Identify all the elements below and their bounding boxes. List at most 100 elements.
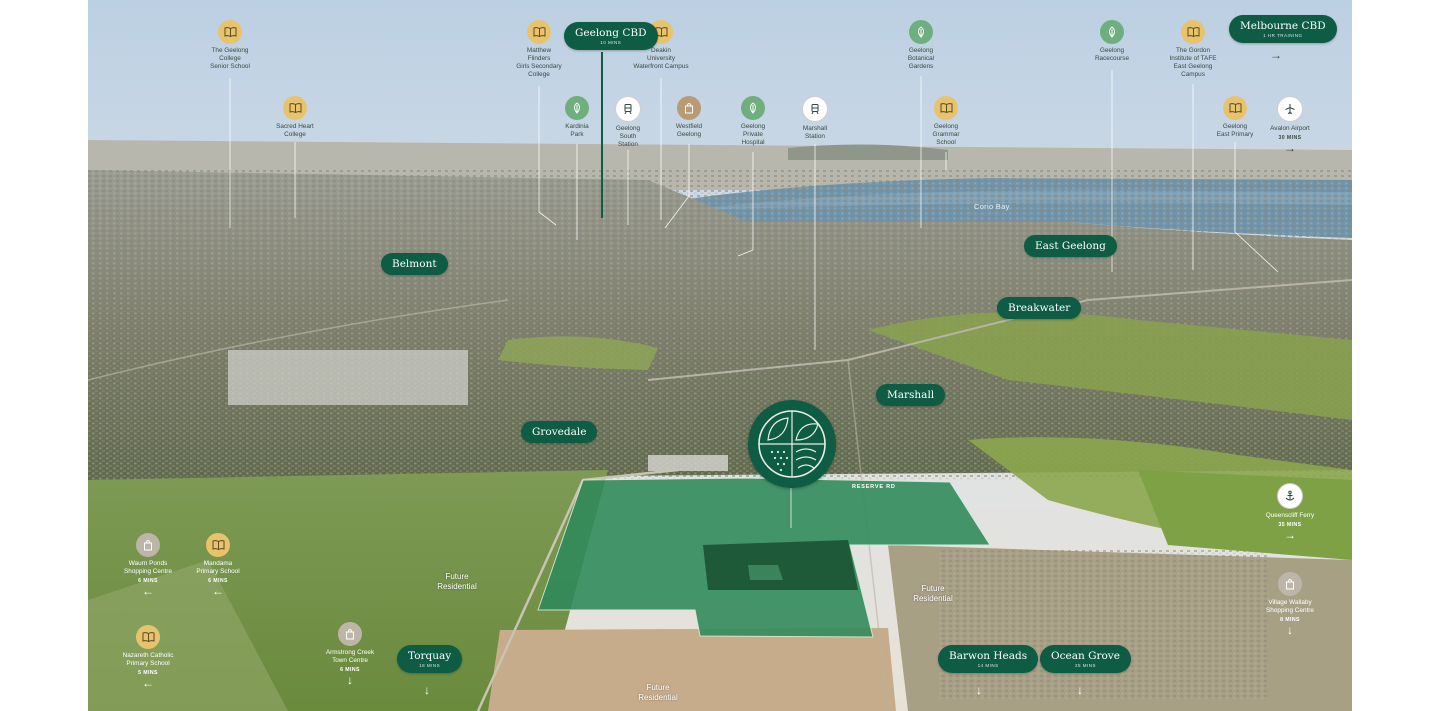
poi-geelong-college[interactable]: The Geelong College Senior School [175, 20, 285, 71]
book-icon [1181, 20, 1205, 44]
pill-minutes: 18 MINS [419, 663, 441, 668]
poi-label: Geelong East Primary [1216, 123, 1254, 138]
pill-minutes: 25 MINS [1074, 663, 1096, 668]
poi-botanical-gardens[interactable]: Geelong Botanical Gardens [866, 20, 976, 71]
book-icon [206, 533, 230, 557]
pill-name: Belmont [392, 258, 437, 270]
plane-icon [1277, 96, 1303, 122]
arrow-right-icon: → [1270, 48, 1282, 62]
train-icon [615, 96, 641, 122]
anchor-icon [1277, 483, 1303, 509]
poi-label: Matthew Flinders Girls Secondary College [516, 47, 562, 78]
poi-nazareth[interactable]: Nazareth Catholic Primary School 5 MINS … [93, 625, 203, 689]
poi-geelong-south-station[interactable]: Geelong South Station [573, 96, 683, 149]
pill-barwon-heads[interactable]: Barwon Heads 14 MINS [938, 645, 1039, 673]
poi-minutes: 30 MINS [1278, 135, 1302, 141]
poi-westfield[interactable]: Westfield Geelong [634, 96, 744, 139]
leaf-icon [909, 20, 933, 44]
pill-breakwater[interactable]: Breakwater [997, 297, 1082, 319]
pill-name: Ocean Grove [1051, 650, 1120, 662]
poi-marshall-station[interactable]: Marshall Station [760, 96, 870, 141]
arrow-right-icon: → [1284, 528, 1296, 542]
poi-label: Waurn Ponds Shopping Centre [124, 560, 172, 575]
poi-label: The Geelong College Senior School [210, 47, 250, 70]
pill-ocean-grove[interactable]: Ocean Grove 25 MINS [1040, 645, 1131, 673]
poi-label: Queenscliff Ferry [1265, 512, 1315, 519]
shopping-bag-icon [338, 622, 362, 646]
poi-queenscliff-ferry[interactable]: Queenscliff Ferry 35 MINS → [1235, 483, 1345, 541]
poi-village-wallaby[interactable]: Village Wallaby Shopping Centre 8 MINS ↓ [1235, 572, 1345, 636]
arrow-right-icon: → [1284, 141, 1296, 155]
book-icon [218, 20, 242, 44]
shopping-bag-icon [136, 533, 160, 557]
arrow-left-icon: ← [212, 584, 224, 598]
arrow-down-icon: ↓ [424, 683, 430, 697]
poi-label: Geelong South Station [615, 125, 641, 148]
poi-kardinia[interactable]: Kardinia Park [522, 96, 632, 139]
arrow-down-icon: ↓ [347, 673, 353, 687]
poi-racecourse[interactable]: Geelong Racecourse [1057, 20, 1167, 63]
leaf-wave-emblem-icon [758, 410, 826, 478]
site-emblem[interactable] [748, 400, 836, 488]
future-residential-label: Future Residential [913, 584, 953, 603]
pill-grovedale[interactable]: Grovedale [521, 421, 598, 443]
poi-avalon-airport[interactable]: Avalon Airport 30 MINS → [1235, 96, 1345, 154]
pill-geelong-cbd[interactable]: Geelong CBD 10 MINS [564, 22, 658, 50]
poi-label: Geelong Racecourse [1094, 47, 1130, 62]
poi-sacred-heart[interactable]: Sacred Heart College [240, 96, 350, 139]
book-icon [136, 625, 160, 649]
corio-bay-label: Corio Bay [974, 202, 1010, 211]
poi-label: Sacred Heart College [276, 123, 314, 138]
pill-melbourne-cbd[interactable]: Melbourne CBD 1 HR TRAINING [1229, 15, 1337, 43]
poi-minutes: 6 MINS [138, 578, 158, 584]
arrow-left-icon: ← [142, 676, 154, 690]
poi-mandama[interactable]: Mandama Primary School 6 MINS ← [163, 533, 273, 597]
poi-minutes: 5 MINS [138, 670, 158, 676]
poi-label: Marshall Station [802, 125, 828, 140]
poi-label: Geelong Botanical Gardens [907, 47, 935, 70]
book-icon [527, 20, 551, 44]
poi-armstrong-creek[interactable]: Armstrong Creek Town Centre 6 MINS ↓ [295, 622, 405, 686]
poi-label: Armstrong Creek Town Centre [325, 649, 375, 664]
poi-private-hospital[interactable]: Geelong Private Hospital [698, 96, 808, 147]
leaf-icon [1100, 20, 1124, 44]
leaf-icon [741, 96, 765, 120]
arrow-left-icon: ← [142, 584, 154, 598]
leaf-icon [565, 96, 589, 120]
pill-minutes: 10 MINS [600, 40, 622, 45]
shopping-bag-icon [1278, 572, 1302, 596]
poi-gordon-tafe[interactable]: The Gordon Institute of TAFE East Geelon… [1138, 20, 1248, 79]
pill-belmont[interactable]: Belmont [381, 253, 448, 275]
poi-label: Nazareth Catholic Primary School [122, 652, 174, 667]
poi-label: Geelong Private Hospital [740, 123, 766, 146]
pill-name: Melbourne CBD [1240, 20, 1326, 32]
pill-name: Breakwater [1008, 302, 1071, 314]
pill-name: Torquay [408, 650, 452, 662]
pill-name: Barwon Heads [949, 650, 1028, 662]
pill-name: Grovedale [532, 426, 587, 438]
book-icon [934, 96, 958, 120]
poi-label: Deakin University Waterfront Campus [633, 47, 689, 70]
shopping-bag-icon [677, 96, 701, 120]
train-icon [802, 96, 828, 122]
poi-minutes: 8 MINS [1280, 617, 1300, 623]
poi-waurn-ponds[interactable]: Waurn Ponds Shopping Centre 6 MINS ← [93, 533, 203, 597]
pill-name: East Geelong [1035, 240, 1106, 252]
pill-east-geelong[interactable]: East Geelong [1024, 235, 1117, 257]
poi-label: Avalon Airport [1270, 125, 1310, 132]
poi-matthew-flinders[interactable]: Matthew Flinders Girls Secondary College [484, 20, 594, 79]
pill-marshall[interactable]: Marshall [876, 384, 946, 406]
poi-east-primary[interactable]: Geelong East Primary [1180, 96, 1290, 139]
pill-minutes: 14 MINS [977, 663, 999, 668]
future-residential-label: Future Residential [437, 572, 477, 591]
pill-name: Marshall [887, 389, 935, 401]
book-icon [283, 96, 307, 120]
pill-torquay[interactable]: Torquay 18 MINS [397, 645, 463, 673]
poi-label: Westfield Geelong [675, 123, 703, 138]
pill-minutes: 1 HR TRAINING [1263, 33, 1303, 38]
aerial-photo [88, 0, 1352, 711]
poi-grammar-school[interactable]: Geelong Grammar School [891, 96, 1001, 147]
poi-label: Kardinia Park [565, 123, 589, 138]
poi-minutes: 6 MINS [340, 667, 360, 673]
future-residential-label: Future Residential [638, 683, 678, 702]
